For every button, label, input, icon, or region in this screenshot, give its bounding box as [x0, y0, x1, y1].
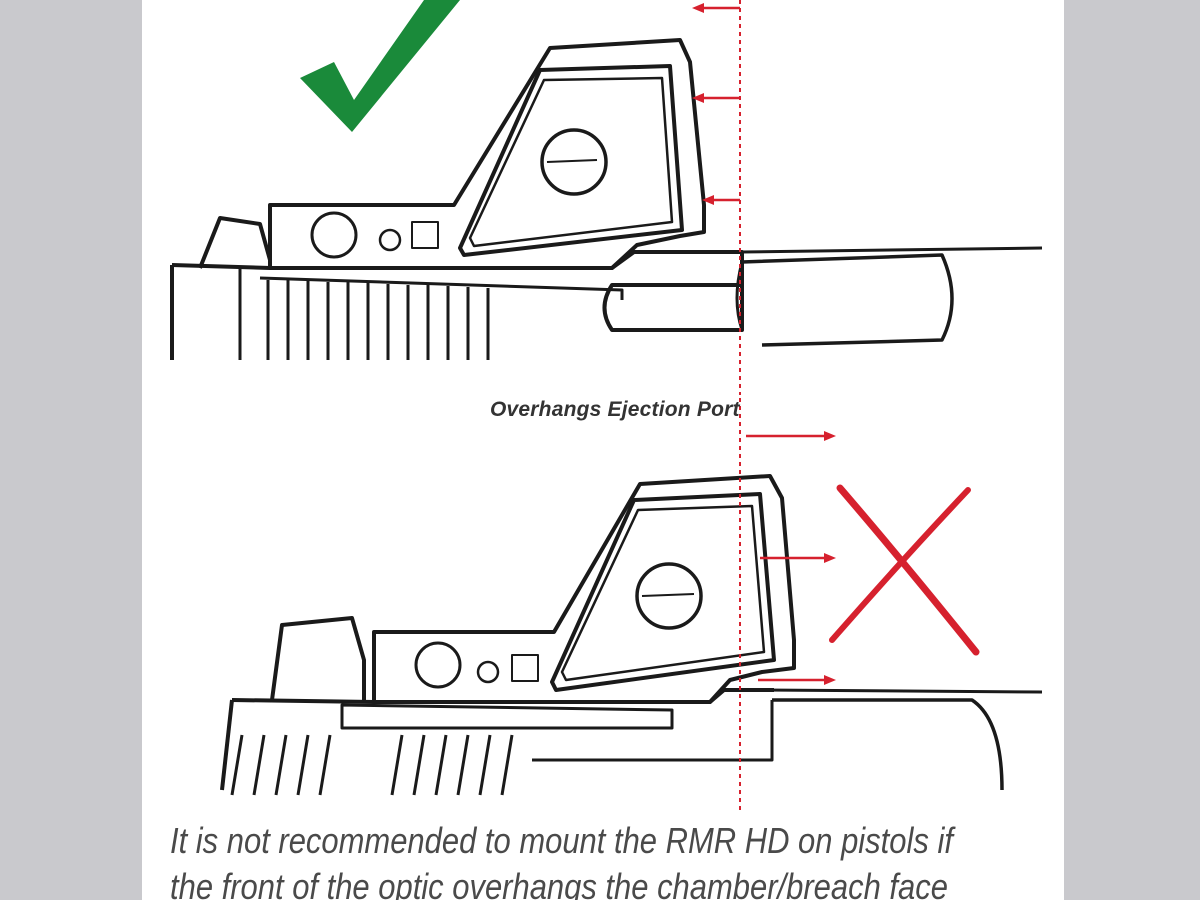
overhang-mount-drawing: [220, 474, 1043, 796]
caption-text: It is not recommended to mount the RMR H…: [170, 818, 953, 900]
overhang-label: Overhangs Ejection Port: [490, 398, 740, 421]
diagram-panel: Overhangs Ejection Port It is not recomm…: [142, 0, 1064, 900]
caption-line-2: the front of the optic overhangs the cha…: [170, 866, 948, 900]
caption-line-1: It is not recommended to mount the RMR H…: [170, 820, 953, 861]
correct-guide: [692, 0, 741, 395]
mounting-diagram: [170, 0, 1043, 812]
check-mark-icon: [300, 0, 460, 132]
overhang-guide: [739, 398, 836, 812]
correct-mount-drawing: [170, 38, 1043, 360]
cross-mark-icon: [829, 484, 980, 656]
